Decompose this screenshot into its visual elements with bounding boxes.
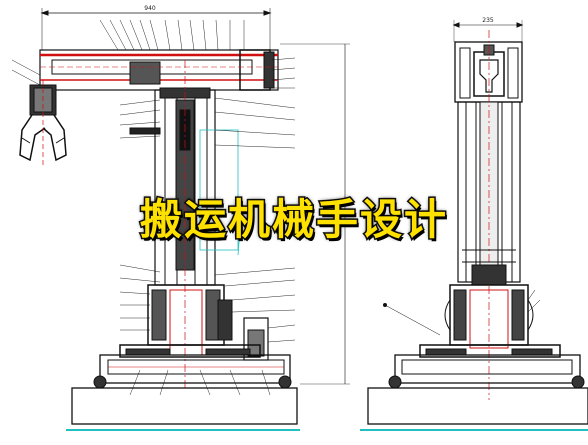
front-view xyxy=(11,8,350,431)
side-width-dimension: 235 xyxy=(482,17,494,24)
side-view xyxy=(360,20,588,431)
front-width-dimension: 940 xyxy=(144,5,156,12)
